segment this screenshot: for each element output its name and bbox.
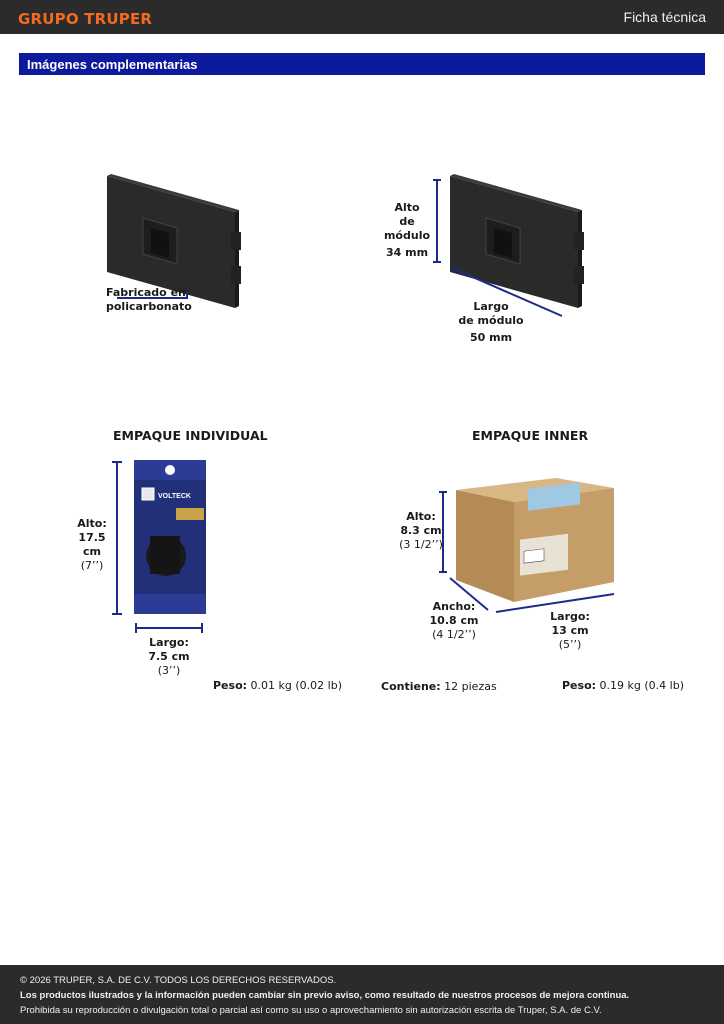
individual-pack-heading: EMPAQUE INDIVIDUAL [113, 428, 268, 443]
material-label-line-2: policarbonato [106, 300, 192, 313]
top-header-bar: GRUPO TRUPER Ficha técnica [0, 0, 724, 34]
inner-height-label: Alto: [406, 510, 436, 523]
height-label-line-2: de módulo [383, 215, 431, 242]
inner-length-label: Largo: [550, 610, 590, 623]
inner-length-callout: Largo: 13 cm (5’’) [548, 610, 592, 652]
module-height-callout: Alto de módulo 34 mm [376, 201, 438, 260]
inner-weight: Peso: 0.19 kg (0.4 lb) [562, 679, 684, 692]
inner-width-callout: Ancho: 10.8 cm (4 1/2’’) [428, 600, 480, 642]
inner-height-cm: 8.3 cm [400, 524, 442, 537]
individual-length-in: (3’’) [157, 664, 181, 677]
inner-width-cm: 10.8 cm [429, 614, 479, 627]
footer-notice: Los productos ilustrados y la informació… [20, 990, 630, 1001]
inner-width-in: (4 1/2’’) [432, 628, 476, 641]
inner-length-in: (5’’) [558, 638, 582, 651]
module-image-dimensions [433, 174, 584, 317]
length-value: 50 mm [469, 331, 513, 344]
brand-logo: GRUPO TRUPER [18, 10, 153, 28]
individual-weight-label: Peso: [213, 679, 248, 692]
length-label-line-1: Largo [473, 300, 509, 313]
individual-weight: Peso: 0.01 kg (0.02 lb) [213, 679, 342, 692]
individual-height-in: (7’’) [80, 559, 104, 572]
inner-weight-label: Peso: [562, 679, 597, 692]
inner-height-callout: Alto: 8.3 cm (3 1/2’’) [398, 510, 444, 552]
material-label-line-1: Fabricado en [106, 286, 186, 299]
individual-height-callout: Alto: 17.5 cm (7’’) [70, 517, 114, 573]
individual-height-cm: 17.5 cm [78, 531, 106, 558]
individual-height-label: Alto: [77, 517, 107, 530]
footer-bar: © 2026 TRUPER, S.A. DE C.V. TODOS LOS DE… [0, 965, 724, 1024]
inner-contents-value: 12 piezas [444, 680, 497, 693]
footer-copyright: © 2026 TRUPER, S.A. DE C.V. TODOS LOS DE… [20, 975, 337, 986]
individual-weight-value: 0.01 kg (0.02 lb) [250, 679, 342, 692]
material-callout: Fabricado en policarbonato [106, 286, 192, 314]
individual-pack-image: VOLTECK [112, 460, 206, 633]
inner-height-in: (3 1/2’’) [399, 538, 443, 551]
inner-weight-value: 0.19 kg (0.4 lb) [599, 679, 684, 692]
inner-pack-heading: EMPAQUE INNER [472, 428, 589, 443]
height-value: 34 mm [385, 246, 429, 259]
length-label-line-2: de módulo [458, 314, 524, 327]
section-title: Imágenes complementarias [27, 57, 198, 72]
individual-length-callout: Largo: 7.5 cm (3’’) [146, 636, 192, 678]
individual-length-cm: 7.5 cm [148, 650, 190, 663]
document-type-label: Ficha técnica [623, 9, 706, 25]
section-header-bar: Imágenes complementarias [19, 53, 705, 75]
module-image-front [107, 174, 241, 308]
inner-pack-image [439, 478, 615, 613]
individual-length-label: Largo: [149, 636, 189, 649]
inner-contents-label: Contiene: [381, 680, 441, 693]
bag-brand-text: VOLTECK [158, 493, 191, 500]
footer-restriction: Prohibida su reproducción o divulgación … [20, 1005, 602, 1016]
inner-contents: Contiene: 12 piezas [381, 680, 497, 693]
inner-width-label: Ancho: [432, 600, 476, 613]
inner-length-cm: 13 cm [551, 624, 589, 637]
module-length-callout: Largo de módulo 50 mm [456, 300, 526, 345]
height-label-line-1: Alto [394, 201, 420, 214]
